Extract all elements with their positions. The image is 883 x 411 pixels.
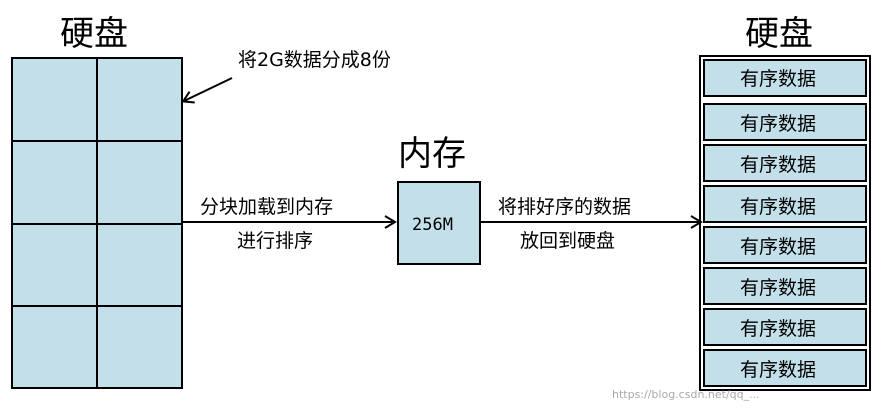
- write-label-line1: 将排好序的数据: [498, 196, 631, 218]
- sorted-block-label: 有序数据: [740, 196, 816, 218]
- right-disk-title: 硬盘: [745, 14, 813, 54]
- left-disk-title: 硬盘: [60, 14, 128, 54]
- sorted-block: [703, 226, 867, 264]
- left-disk-grid: [11, 57, 183, 389]
- watermark-text: https://blog.csdn.net/qq_...: [612, 388, 760, 401]
- sorted-block-label: 有序数据: [740, 359, 816, 381]
- sorted-block-label: 有序数据: [740, 277, 816, 299]
- memory-size-label: 256M: [412, 215, 453, 235]
- right-disk-stack: 有序数据 有序数据 有序数据 有序数据 有序数据 有序数据 有序数据 有序数据: [699, 55, 871, 391]
- load-label-line2: 进行排序: [237, 230, 313, 252]
- memory-box: 256M: [397, 181, 481, 265]
- sorted-block: [703, 349, 867, 387]
- sorted-block-label: 有序数据: [740, 154, 816, 176]
- split-arrow: [181, 77, 233, 104]
- memory-title: 内存: [398, 134, 466, 174]
- sorted-block-label: 有序数据: [740, 113, 816, 135]
- split-note: 将2G数据分成8份: [238, 49, 391, 71]
- sorted-block: [703, 308, 867, 346]
- sorted-block-label: 有序数据: [740, 68, 816, 90]
- sorted-block: [703, 103, 867, 141]
- sorted-block: [703, 59, 867, 97]
- write-label-line2: 放回到硬盘: [520, 230, 615, 252]
- sorted-block-label: 有序数据: [740, 318, 816, 340]
- sorted-block: [703, 144, 867, 182]
- sorted-block: [703, 267, 867, 305]
- sorted-block: [703, 185, 867, 223]
- load-label-line1: 分块加载到内存: [200, 196, 333, 218]
- sorted-block-label: 有序数据: [740, 236, 816, 258]
